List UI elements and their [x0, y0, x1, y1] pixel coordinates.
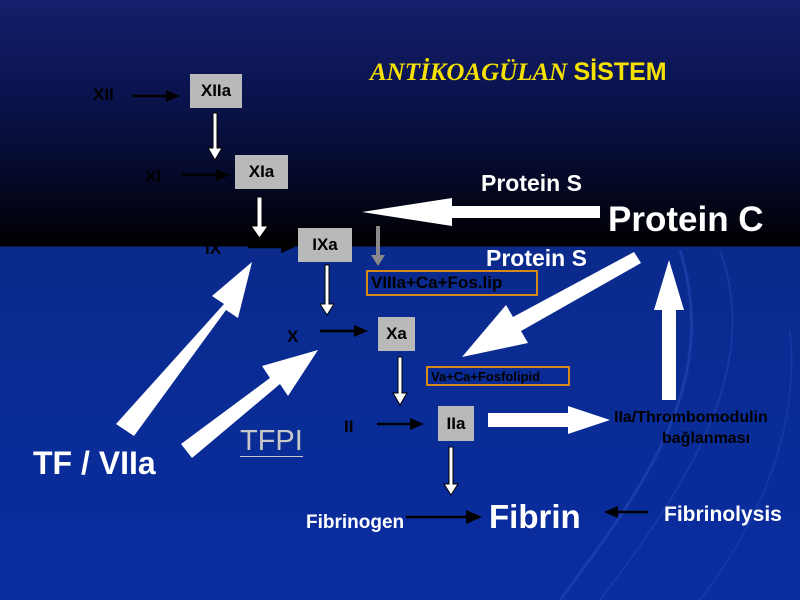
- protein-c-inhibition-arrow: [362, 198, 600, 226]
- factor-iia-label: IIa: [446, 413, 466, 433]
- cofactor-va-box: Va+Ca+Fosfolipid: [426, 366, 570, 386]
- iia-to-thrombomodulin-arrow: [488, 406, 610, 434]
- slide-title-italic: ANTİKOAGÜLAN: [370, 59, 574, 86]
- cofactor-viiia-box: VIIIa+Ca+Fos.lip: [366, 270, 538, 296]
- protein-s-mid-label: Protein S: [486, 245, 587, 271]
- factor-xiia-box: XIIa: [190, 74, 242, 108]
- slide-title: ANTİKOAGÜLAN SİSTEM: [370, 58, 667, 86]
- thrombomodulin-label-line1: IIa/Thrombomodulin: [614, 409, 768, 426]
- factor-iia-box: IIa: [438, 406, 474, 441]
- tfpi-label: TFPI: [240, 425, 303, 458]
- tf-viia-label: TF / VIIa: [33, 445, 156, 481]
- factor-x-label: X: [287, 327, 299, 346]
- slide-title-regular: SİSTEM: [573, 58, 667, 86]
- factor-ii-label: II: [344, 417, 354, 436]
- gray-arrow-to-viiia: [371, 226, 385, 266]
- protein-c-to-va-arrow: [462, 252, 641, 357]
- factor-xia-box: XIa: [235, 155, 288, 189]
- factor-ix-label: IX: [205, 239, 222, 258]
- cofactor-va-label: Va+Ca+Fosfolipid: [431, 368, 541, 384]
- fibrin-label: Fibrin: [489, 498, 581, 535]
- tf-viia-to-ix-arrow: [116, 262, 252, 436]
- thrombomodulin-to-protein-c-arrow: [654, 260, 684, 400]
- fibrinolysis-label: Fibrinolysis: [664, 503, 782, 526]
- tf-viia-to-x-arrow: [181, 350, 318, 458]
- factor-xa-label: Xa: [386, 324, 407, 343]
- factor-xia-label: XIa: [248, 162, 275, 181]
- factor-xii-label: XII: [93, 85, 114, 104]
- activation-arrows: [132, 90, 648, 524]
- cascade-down-arrows: [207, 112, 459, 496]
- factor-ixa-label: IXa: [312, 235, 338, 254]
- protein-c-label: Protein C: [608, 200, 764, 239]
- factor-xi-label: XI: [145, 167, 162, 186]
- factor-xa-box: Xa: [378, 317, 415, 351]
- cofactor-viiia-label: VIIIa+Ca+Fos.lip: [371, 273, 503, 292]
- factor-ixa-box: IXa: [298, 228, 352, 262]
- factor-xiia-label: XIIa: [200, 81, 232, 100]
- fibrinogen-label: Fibrinogen: [306, 512, 405, 533]
- thrombomodulin-label-line2: bağlanması: [662, 430, 751, 447]
- protein-s-top-label: Protein S: [481, 170, 582, 196]
